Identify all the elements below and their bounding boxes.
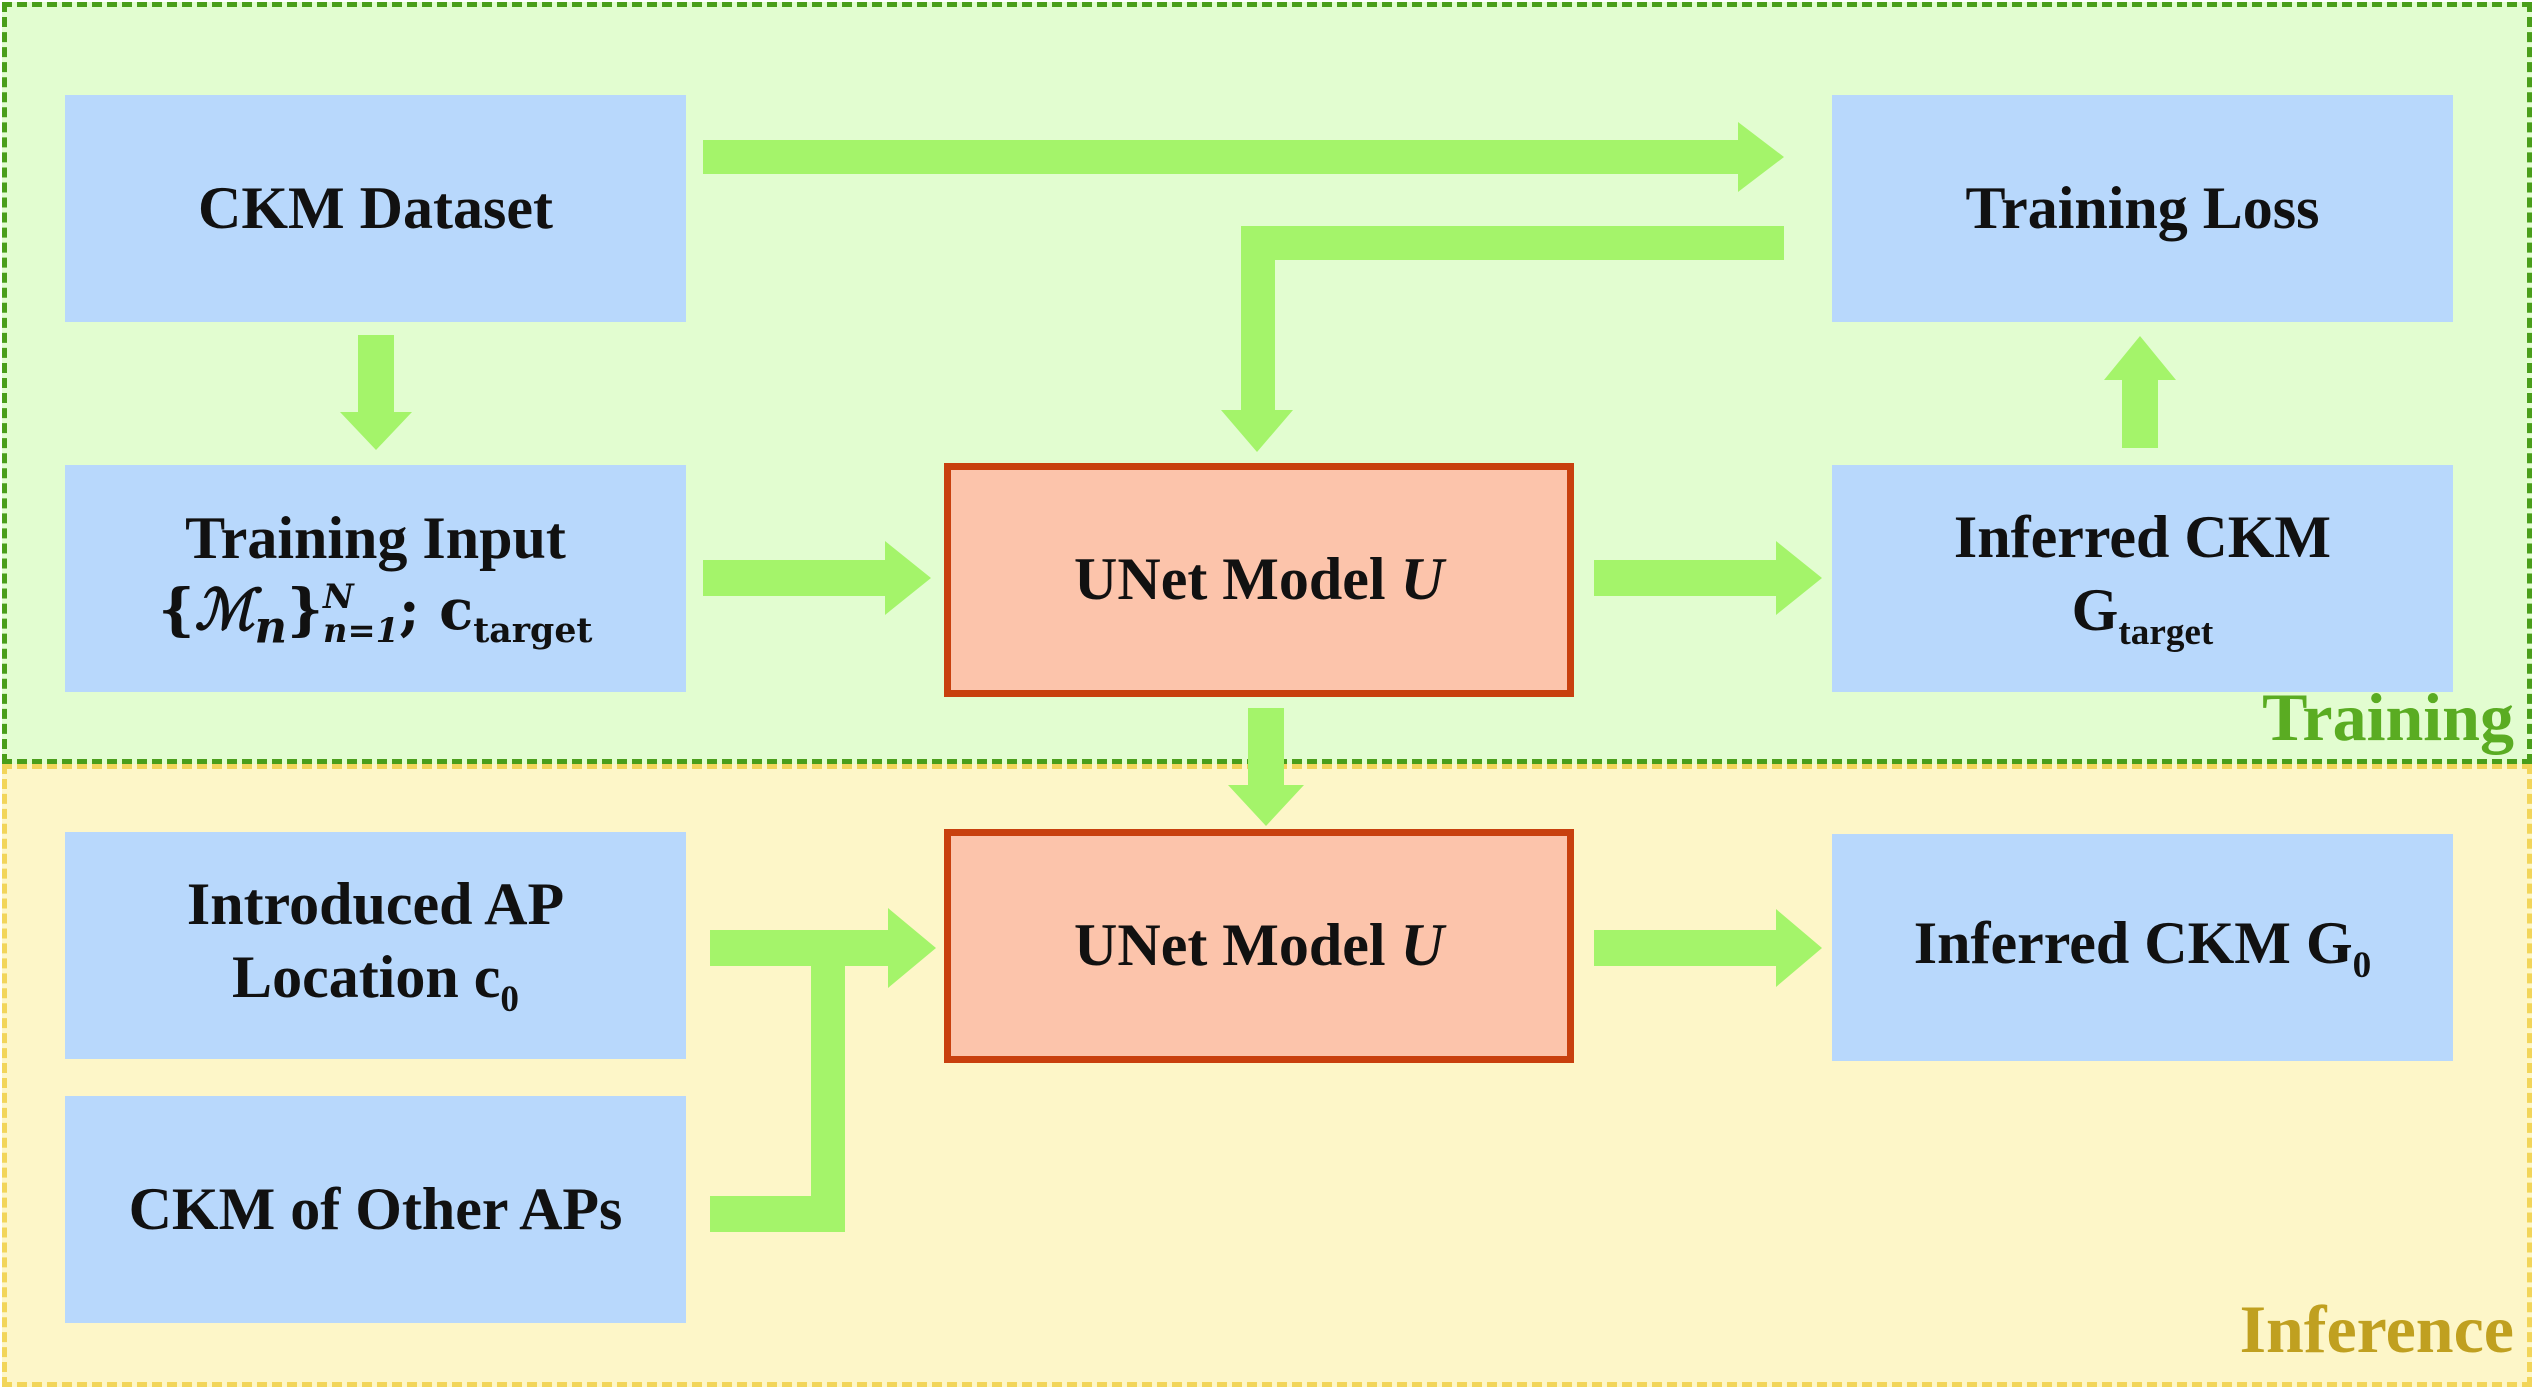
introduced-ap-line2: Location c0 (232, 941, 519, 1023)
inferred-ckm-label: Inferred CKM (1913, 909, 2306, 976)
arrow-loss-to-unet (1221, 226, 1784, 452)
location-label: Location (232, 944, 474, 1011)
c0-sub: 0 (500, 979, 519, 1021)
unet-label-infer: UNet Model (1074, 912, 1401, 979)
ckm-dataset-box: CKM Dataset (65, 95, 686, 322)
g0-sub: 0 (2352, 944, 2372, 986)
introduced-ap-line1: Introduced AP (186, 871, 565, 938)
brace-open: { (158, 576, 195, 643)
maps-index: n (254, 599, 288, 653)
g-symbol: G (2071, 577, 2119, 644)
formula-separator: ; (398, 576, 440, 643)
unet-model-inference-box: UNet Model U (944, 829, 1574, 1063)
arrow-unet-to-inferred-train (1594, 541, 1822, 615)
unet-var-infer: U (1400, 912, 1444, 979)
arrow-unet-train-to-infer (1228, 708, 1304, 826)
ckm-other-aps-box: CKM of Other APs (65, 1096, 686, 1323)
arrow-unet-to-inferred-infer (1594, 909, 1822, 987)
index-sup: N (323, 576, 354, 617)
training-loss-box: Training Loss (1832, 95, 2453, 322)
inferred-ckm-training-box: Inferred CKM Gtarget (1832, 465, 2453, 692)
g-sub-target: target (2118, 612, 2214, 654)
c-symbol: c (439, 576, 474, 643)
c-sub-target: target (473, 609, 593, 651)
training-region-label: Training (2262, 679, 2514, 755)
unet-model-training-box: UNet Model U (944, 463, 1574, 697)
inferred-ckm-title: Inferred CKM (1953, 504, 2332, 571)
unet-var: U (1400, 546, 1444, 613)
training-input-title: Training Input (185, 505, 566, 572)
index-sub: n=1 (323, 609, 399, 650)
inference-region-label: Inference (2239, 1291, 2514, 1367)
inferred-ckm-g0: Inferred CKM G0 (1914, 907, 2371, 989)
c0-symbol: c (473, 944, 501, 1011)
unet-label: UNet Model (1074, 546, 1401, 613)
inferred-ckm-inference-box: Inferred CKM G0 (1832, 834, 2453, 1061)
unet-model-inference-text: UNet Model U (1074, 909, 1444, 982)
arrow-ap-to-unet (710, 908, 936, 1232)
ckm-dataset-label: CKM Dataset (198, 174, 553, 241)
ckm-other-aps-label: CKM of Other APs (128, 1175, 623, 1242)
arrow-dataset-to-loss (703, 122, 1784, 192)
training-loss-label: Training Loss (1965, 174, 2320, 241)
unet-model-training-text: UNet Model U (1074, 543, 1444, 616)
inferred-ckm-g-target: Gtarget (2072, 574, 2214, 656)
introduced-ap-box: Introduced AP Location c0 (65, 832, 686, 1059)
g0-symbol: G (2305, 909, 2353, 976)
maps-symbol: ℳ (194, 576, 255, 643)
arrow-dataset-to-input (340, 335, 412, 450)
arrow-input-to-unet (703, 541, 931, 615)
brace-close: } (287, 576, 324, 643)
arrow-inferred-to-loss (2104, 336, 2176, 448)
